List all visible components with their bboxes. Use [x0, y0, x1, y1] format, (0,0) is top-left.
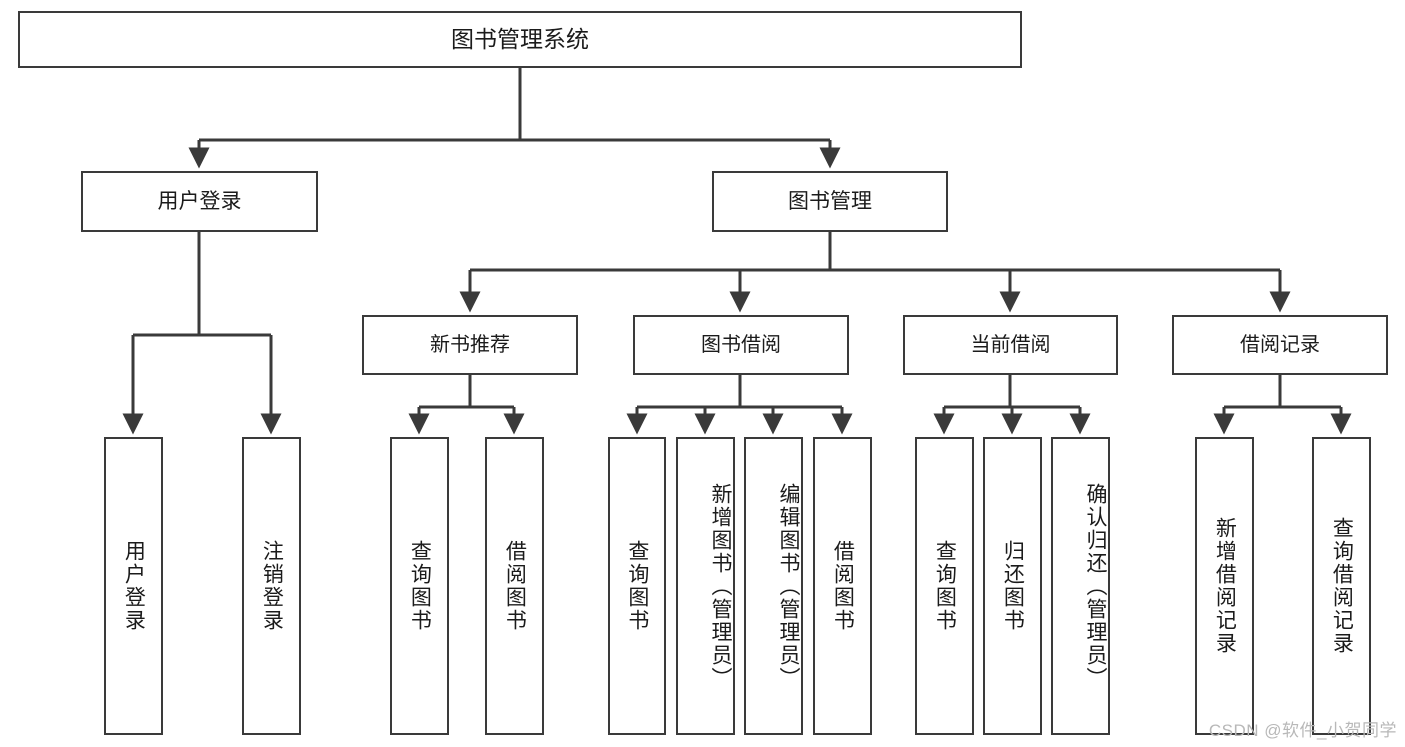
node-current-borrowing[interactable]: 当前借阅: [903, 315, 1118, 375]
node-label: 查询图书: [408, 540, 432, 632]
node-label: 借阅图书: [503, 540, 527, 632]
leaf-user-login-login[interactable]: 用户登录: [104, 437, 163, 735]
node-book-borrowing[interactable]: 图书借阅: [633, 315, 849, 375]
watermark-csdn: CSDN @软件_小贺同学: [1208, 721, 1397, 740]
leaf-user-login-logout[interactable]: 注销登录: [242, 437, 301, 735]
node-label: 图书借阅: [701, 333, 781, 356]
node-book-management[interactable]: 图书管理: [712, 171, 948, 232]
node-new-book-recommendation[interactable]: 新书推荐: [362, 315, 578, 375]
node-label: 当前借阅: [970, 333, 1051, 356]
node-label: 归还图书: [1001, 540, 1025, 632]
node-label: 图书管理系统: [451, 26, 589, 53]
node-label: 新增借阅记录: [1213, 517, 1237, 655]
node-label: 查询图书: [625, 540, 649, 632]
node-label: 新增图书（管理员）: [709, 482, 732, 690]
leaf-current-return-books[interactable]: 归还图书: [983, 437, 1042, 735]
node-label: 借阅记录: [1240, 333, 1320, 356]
leaf-new-book-query-books[interactable]: 查询图书: [390, 437, 449, 735]
node-label: 新书推荐: [430, 333, 510, 356]
node-user-login[interactable]: 用户登录: [81, 171, 318, 232]
leaf-borrow-add-book-admin[interactable]: 新增图书（管理员）: [676, 437, 735, 735]
node-root-book-management-system[interactable]: 图书管理系统: [18, 11, 1022, 68]
leaf-current-confirm-return-admin[interactable]: 确认归还（管理员）: [1051, 437, 1110, 735]
leaf-borrow-query-books[interactable]: 查询图书: [608, 437, 666, 735]
node-label: 查询图书: [933, 540, 957, 632]
node-label: 编辑图书（管理员）: [777, 482, 800, 690]
node-label: 注销登录: [260, 540, 284, 632]
node-borrow-record[interactable]: 借阅记录: [1172, 315, 1388, 375]
node-label: 用户登录: [122, 540, 146, 632]
leaf-record-query-borrow-record[interactable]: 查询借阅记录: [1312, 437, 1371, 735]
node-label: 图书管理: [788, 189, 872, 213]
node-label: 借阅图书: [831, 540, 855, 632]
node-label: 确认归还（管理员）: [1084, 482, 1107, 690]
node-label: 用户登录: [157, 189, 242, 213]
node-label: 查询借阅记录: [1330, 517, 1354, 655]
leaf-new-book-borrow-books[interactable]: 借阅图书: [485, 437, 544, 735]
leaf-current-query-books[interactable]: 查询图书: [915, 437, 974, 735]
leaf-borrow-borrow-books[interactable]: 借阅图书: [813, 437, 872, 735]
leaf-record-add-borrow-record[interactable]: 新增借阅记录: [1195, 437, 1254, 735]
leaf-borrow-edit-book-admin[interactable]: 编辑图书（管理员）: [744, 437, 803, 735]
